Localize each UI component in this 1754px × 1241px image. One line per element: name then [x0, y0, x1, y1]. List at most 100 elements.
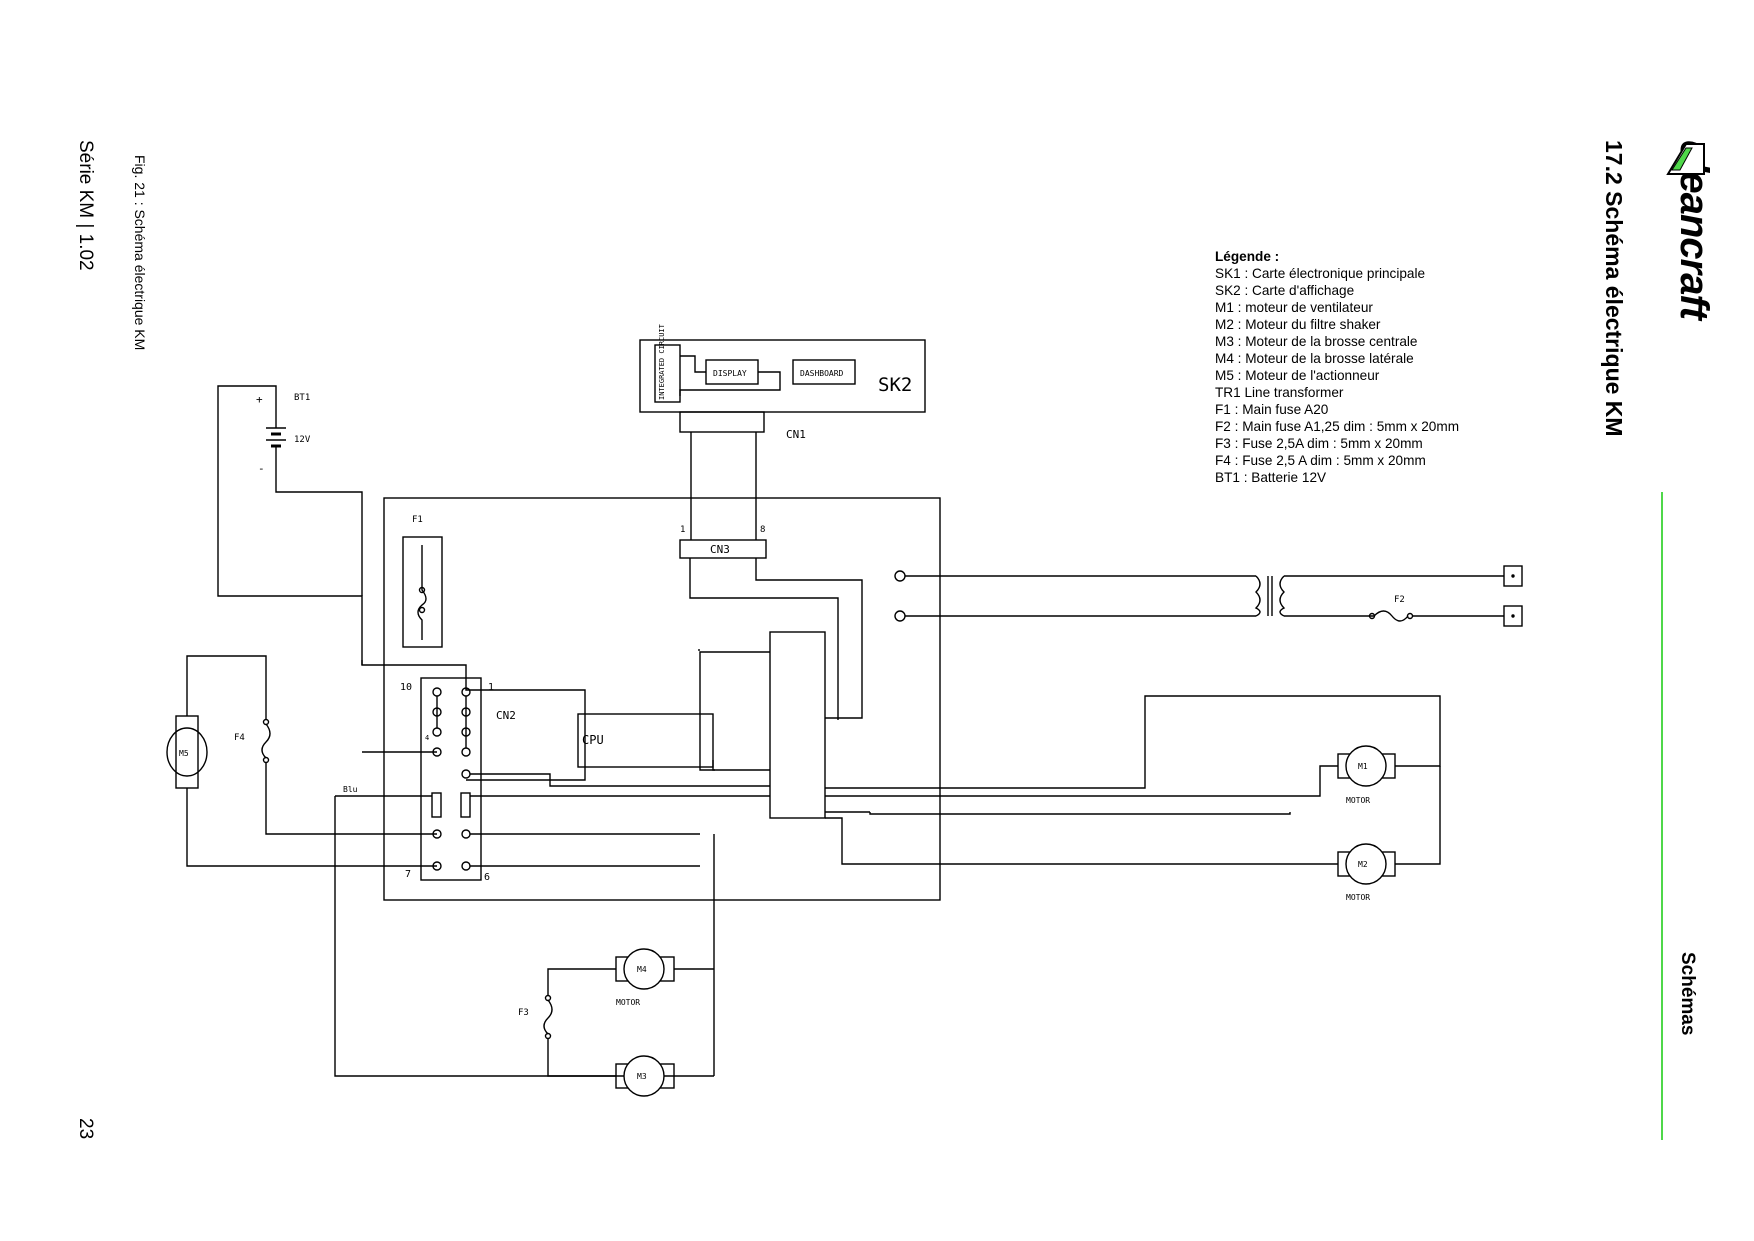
- legend-item: BT1 : Batterie 12V: [1215, 470, 1327, 485]
- wire: [825, 695, 1441, 789]
- wire: [265, 762, 437, 835]
- cn3-pin-1: 1: [680, 525, 685, 535]
- legend-item: F3 : Fuse 2,5A dim : 5mm x 20mm: [1215, 436, 1423, 451]
- m5-label: M5: [179, 749, 189, 758]
- legend-item: TR1 Line transformer: [1215, 385, 1344, 400]
- wire: [699, 651, 770, 771]
- accent-line: [1661, 492, 1663, 1140]
- sk1-board: [383, 497, 941, 901]
- wire: [1395, 766, 1441, 865]
- legend-item: M2 : Moteur du filtre shaker: [1215, 317, 1381, 332]
- transformer-icon: [1254, 575, 1286, 617]
- bt1-voltage: 12V: [294, 435, 311, 445]
- dashboard-label: DASHBOARD: [800, 369, 844, 378]
- blu-label: Blu: [343, 785, 358, 794]
- m1-motor: [1345, 745, 1387, 787]
- legend-item: SK2 : Carte d'affichage: [1215, 283, 1355, 298]
- legend-item: M1 : moteur de ventilateur: [1215, 300, 1373, 315]
- wire: [689, 558, 839, 720]
- bt1-plus: +: [256, 393, 263, 406]
- f3-fuse-icon: [543, 999, 553, 1035]
- m2-motor-text: MOTOR: [1346, 893, 1370, 902]
- m3-label: M3: [637, 1072, 647, 1081]
- f3-terminal: [544, 994, 552, 1002]
- f2-terminal: [1368, 612, 1376, 620]
- cn2-label: CN2: [496, 709, 516, 722]
- wire: [547, 1038, 616, 1077]
- wire: [755, 558, 863, 719]
- output-terminal: [1503, 605, 1523, 627]
- sk2-board: [639, 339, 926, 413]
- mains-terminal: [894, 570, 906, 582]
- cpu-block: [577, 713, 714, 768]
- m1-label: M1: [1358, 762, 1368, 771]
- legend-item: F2 : Main fuse A1,25 dim : 5mm x 20mm: [1215, 419, 1460, 434]
- output-terminal: [1503, 565, 1523, 587]
- m4-label: M4: [637, 965, 647, 974]
- m5-motor: [166, 727, 208, 777]
- wire: [334, 796, 714, 1077]
- wire: [465, 688, 586, 781]
- f4-terminal: [262, 718, 270, 726]
- f1-fuse-box: [402, 536, 443, 648]
- wire: [712, 760, 770, 771]
- cn2-connector: [420, 677, 482, 881]
- relay-block: [769, 631, 826, 819]
- f1-terminal: [418, 586, 426, 594]
- output-terminal-dot: [1511, 614, 1515, 618]
- cn2-pin-6: 6: [484, 872, 490, 883]
- wire: [470, 773, 770, 787]
- f1-label: F1: [412, 515, 423, 525]
- wire: [679, 371, 781, 396]
- f2-label: F2: [1394, 595, 1405, 605]
- f4-terminal: [262, 756, 270, 764]
- integrated-circuit-label: INTEGRATED CIRCUIT: [658, 323, 666, 400]
- bt1-minus: -: [258, 462, 265, 475]
- legend: Légende : SK1 : Carte électronique princ…: [1215, 248, 1459, 486]
- cn2-pin-4: 4: [425, 734, 429, 742]
- sk2-label: SK2: [878, 374, 912, 396]
- cn2-pins: [431, 687, 471, 871]
- legend-title: Légende :: [1215, 249, 1280, 264]
- wire: [825, 817, 1338, 865]
- bt1-label: BT1: [294, 393, 310, 403]
- wire: [217, 385, 467, 688]
- cpu-label: CPU: [582, 733, 604, 747]
- f4-label: F4: [234, 733, 245, 743]
- f2-fuse-icon: [1373, 610, 1409, 622]
- integrated-circuit-block: [654, 344, 681, 403]
- wire: [275, 446, 363, 596]
- cn1-label: CN1: [786, 428, 806, 441]
- legend-item: M5 : Moteur de l'actionneur: [1215, 368, 1380, 383]
- cn3-pin-8: 8: [760, 525, 765, 535]
- m3-motor: [623, 1055, 665, 1097]
- logo-mark: [1666, 140, 1706, 176]
- cn1-connector: [679, 411, 765, 433]
- m1-motor-text: MOTOR: [1346, 796, 1370, 805]
- f3-label: F3: [518, 1008, 529, 1018]
- wire: [186, 655, 267, 720]
- f4-fuse-icon: [261, 723, 271, 759]
- mains-terminal: [894, 610, 906, 622]
- f3-terminal: [544, 1032, 552, 1040]
- cn3-connector: [679, 539, 767, 559]
- logo-mark-icon: [1666, 143, 1705, 175]
- f2-terminal: [1406, 612, 1414, 620]
- legend-item: SK1 : Carte électronique principale: [1215, 266, 1426, 281]
- display-label: DISPLAY: [713, 369, 747, 378]
- f1-fuse-icon: [417, 545, 427, 640]
- legend-item: F1 : Main fuse A20: [1215, 402, 1329, 417]
- m2-label: M2: [1358, 860, 1368, 869]
- m4-motor: [623, 948, 665, 990]
- wire: [825, 765, 1338, 797]
- cn2-pin-1: 1: [488, 682, 494, 693]
- cn2-pin-7: 7: [405, 869, 411, 880]
- legend-item: M4 : Moteur de la brosse latérale: [1215, 351, 1414, 366]
- output-terminal-dot: [1511, 574, 1515, 578]
- dashboard-block: [792, 359, 856, 385]
- cn3-label: CN3: [710, 543, 730, 556]
- wire: [680, 355, 706, 373]
- battery-icon: [266, 427, 286, 448]
- wire: [547, 968, 616, 996]
